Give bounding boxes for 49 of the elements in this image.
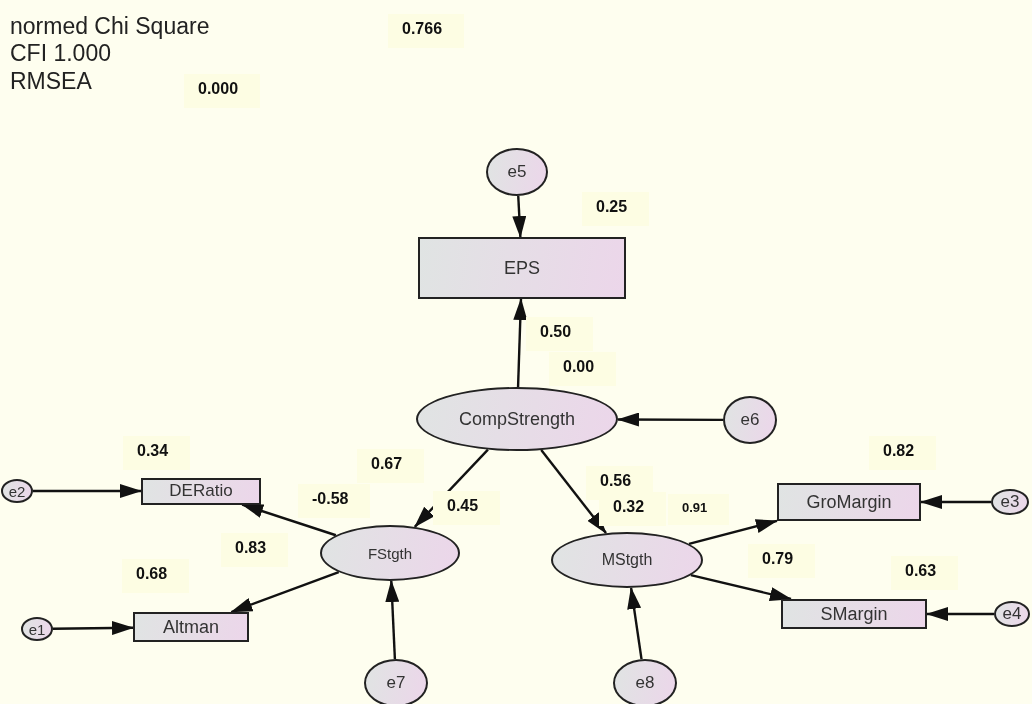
variable-ellipse: e4 bbox=[994, 601, 1030, 627]
path-arrow bbox=[53, 621, 134, 636]
estimate-value: 0.68 bbox=[122, 559, 190, 593]
variable-ellipse: CompStrength bbox=[416, 387, 618, 451]
estimate-value: 0.91 bbox=[668, 494, 730, 525]
estimate-value: 0.34 bbox=[123, 436, 191, 470]
path-arrow bbox=[241, 503, 337, 537]
path-arrow bbox=[926, 607, 994, 621]
estimate-value: -0.58 bbox=[298, 484, 371, 518]
estimate-value: 0.50 bbox=[526, 317, 594, 351]
variable-ellipse: e6 bbox=[723, 396, 777, 444]
estimate-value: 0.766 bbox=[388, 14, 465, 48]
variable-box: GroMargin bbox=[777, 483, 921, 521]
fit-index-text: CFI 1.000 bbox=[10, 40, 111, 66]
estimate-value: 0.45 bbox=[433, 491, 501, 525]
variable-box: EPS bbox=[418, 237, 626, 299]
estimate-value: 0.82 bbox=[869, 436, 937, 470]
path-arrow bbox=[920, 495, 991, 509]
path-arrow bbox=[627, 586, 643, 660]
estimate-value: 0.79 bbox=[748, 544, 816, 578]
path-arrow bbox=[688, 519, 778, 545]
path-arrow bbox=[690, 574, 792, 601]
variable-ellipse: e8 bbox=[613, 659, 677, 704]
path-arrow bbox=[513, 298, 528, 388]
variable-ellipse: e7 bbox=[364, 659, 428, 704]
path-arrow bbox=[540, 449, 607, 534]
estimate-value: 0.32 bbox=[599, 492, 667, 526]
estimate-value: 0.67 bbox=[357, 449, 425, 483]
path-arrow bbox=[512, 195, 527, 238]
variable-box: Altman bbox=[133, 612, 249, 642]
estimate-value: 0.63 bbox=[891, 556, 959, 590]
estimate-value: 0.000 bbox=[184, 74, 261, 108]
path-arrow bbox=[617, 412, 723, 427]
variable-ellipse: e2 bbox=[1, 479, 33, 503]
path-arrow bbox=[385, 580, 400, 660]
variable-ellipse: FStgth bbox=[320, 525, 460, 581]
variable-ellipse: MStgth bbox=[551, 532, 703, 588]
path-arrow bbox=[33, 484, 142, 498]
variable-box: DERatio bbox=[141, 477, 261, 505]
fit-index-text: normed Chi Square bbox=[10, 13, 210, 39]
variable-ellipse: e3 bbox=[991, 489, 1029, 515]
estimate-value: 0.25 bbox=[582, 192, 650, 226]
fit-index-text: RMSEA bbox=[10, 68, 92, 94]
variable-ellipse: e1 bbox=[21, 617, 53, 641]
path-arrow bbox=[230, 570, 340, 614]
variable-box: SMargin bbox=[781, 599, 927, 629]
estimate-value: 0.00 bbox=[549, 352, 617, 386]
estimate-value: 0.83 bbox=[221, 533, 289, 567]
variable-ellipse: e5 bbox=[486, 148, 548, 196]
